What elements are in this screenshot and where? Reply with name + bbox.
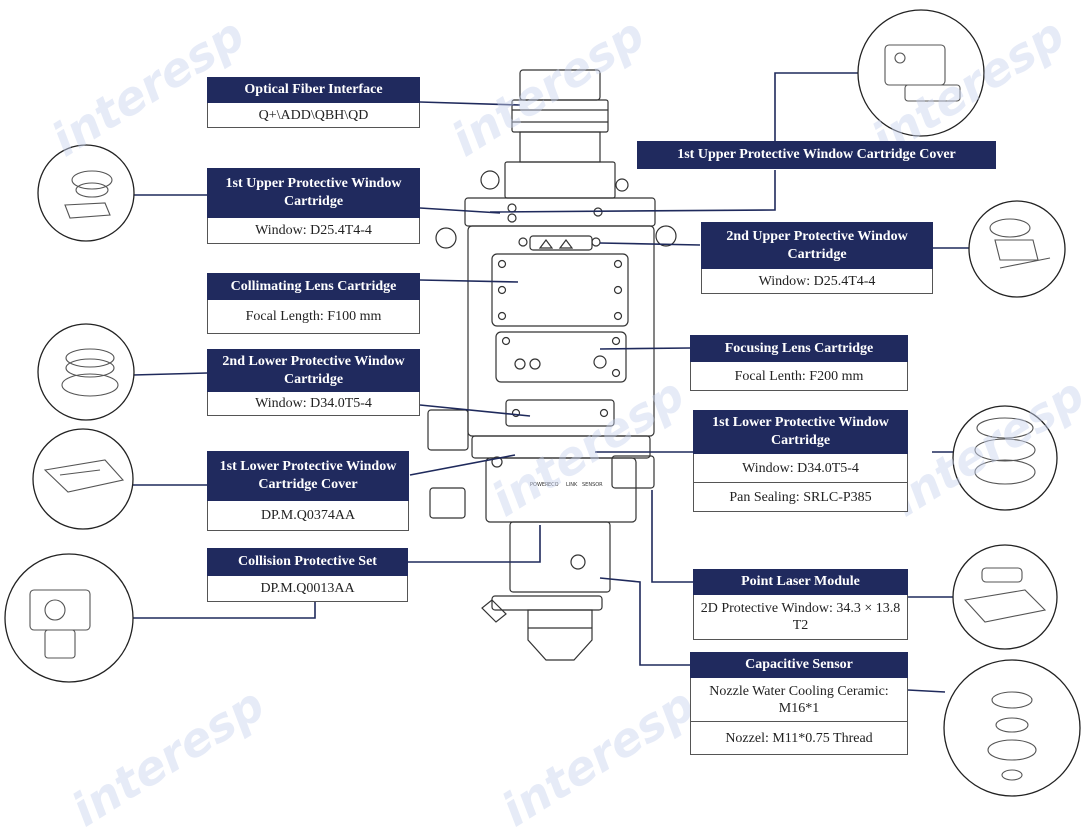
photo-second-upper-cartridge (968, 200, 1066, 298)
callout-title: Capacitive Sensor (690, 652, 908, 678)
callout-optical-fiber-interface: Optical Fiber Interface Q+\ADD\QBH\QD (207, 77, 420, 128)
photo-capacitive-sensor (943, 659, 1081, 797)
photo-lower-cover (32, 428, 134, 530)
callout-title: 1st Lower Protective Window Cartridge Co… (207, 451, 409, 501)
main-body (467, 225, 655, 437)
callout-spec: DP.M.Q0374AA (207, 501, 409, 531)
nozzle (527, 609, 593, 661)
callout-spec: Focal Length: F100 mm (207, 300, 420, 334)
callout-first-upper-cartridge: 1st Upper Protective Window Cartridge Wi… (207, 168, 420, 244)
callout-first-lower-cartridge: 1st Lower Protective Window Cartridge Wi… (693, 410, 908, 512)
side-fitting (480, 170, 500, 190)
callout-spec: DP.M.Q0013AA (207, 576, 408, 602)
callout-title: 1st Upper Protective Window Cartridge (207, 168, 420, 218)
callout-point-laser-module: Point Laser Module 2D Protective Window:… (693, 569, 908, 640)
fiber-connector-top (519, 69, 601, 101)
callout-capacitive-sensor: Capacitive Sensor Nozzle Water Cooling C… (690, 652, 908, 755)
panel-label-eco: ECO (548, 482, 559, 488)
callout-title: Collision Protective Set (207, 548, 408, 576)
callout-lower-cartridge-cover: 1st Lower Protective Window Cartridge Co… (207, 451, 409, 531)
photo-collision-set (4, 553, 134, 683)
callout-title: 1st Upper Protective Window Cartridge Co… (637, 141, 996, 169)
callout-title: 1st Lower Protective Window Cartridge (693, 410, 908, 454)
callout-collimating-lens: Collimating Lens Cartridge Focal Length:… (207, 273, 420, 334)
sensor-housing (509, 521, 611, 593)
callout-spec: 2D Protective Window: 34.3 × 13.8 T2 (693, 595, 908, 640)
callout-spec: Window: D25.4T4-4 (701, 269, 933, 294)
callout-title: Collimating Lens Cartridge (207, 273, 420, 300)
callout-upper-cartridge-cover: 1st Upper Protective Window Cartridge Co… (637, 141, 996, 169)
laser-head-diagram: POWER ECO LINK SENSOR (4, 9, 1081, 797)
photo-point-laser (952, 544, 1058, 650)
callout-second-lower-cartridge: 2nd Lower Protective Window Cartridge Wi… (207, 349, 420, 416)
callout-spec: Focal Lenth: F200 mm (690, 362, 908, 391)
photo-first-upper-cartridge (37, 144, 135, 242)
callout-spec: Pan Sealing: SRLC-P385 (693, 483, 908, 512)
callout-second-upper-cartridge: 2nd Upper Protective Window Cartridge Wi… (701, 222, 933, 294)
leader-lines (132, 72, 970, 693)
collimating-cover-plate (491, 253, 629, 327)
focusing-cover-plate (495, 331, 627, 383)
callout-title: 2nd Lower Protective Window Cartridge (207, 349, 420, 392)
callout-title: Optical Fiber Interface (207, 77, 420, 103)
callout-spec: Nozzel: M11*0.75 Thread (690, 722, 908, 755)
callout-spec: Window: D25.4T4-4 (207, 218, 420, 244)
callout-spec: Window: D34.0T5-4 (693, 454, 908, 483)
fiber-connector-ring (511, 99, 609, 133)
panel-label-power: POWER (530, 482, 549, 488)
lower-body (485, 457, 637, 523)
callout-title: Point Laser Module (693, 569, 908, 595)
callout-spec: Window: D34.0T5-4 (207, 392, 420, 416)
callout-focusing-lens: Focusing Lens Cartridge Focal Lenth: F20… (690, 335, 908, 391)
callout-spec: Q+\ADD\QBH\QD (207, 103, 420, 128)
lower-window-slot (505, 399, 615, 427)
fiber-connector-base (519, 131, 601, 163)
callout-spec: Nozzle Water Cooling Ceramic: M16*1 (690, 678, 908, 722)
panel-label-link: LINK (566, 482, 578, 488)
callout-title: 2nd Upper Protective Window Cartridge (701, 222, 933, 269)
photo-second-lower-cartridge (37, 323, 135, 421)
photo-upper-cover (857, 9, 985, 137)
callout-collision-protective-set: Collision Protective Set DP.M.Q0013AA (207, 548, 408, 602)
photo-first-lower-cartridge (952, 405, 1058, 511)
callout-title: Focusing Lens Cartridge (690, 335, 908, 362)
panel-label-sensor: SENSOR (582, 482, 603, 488)
